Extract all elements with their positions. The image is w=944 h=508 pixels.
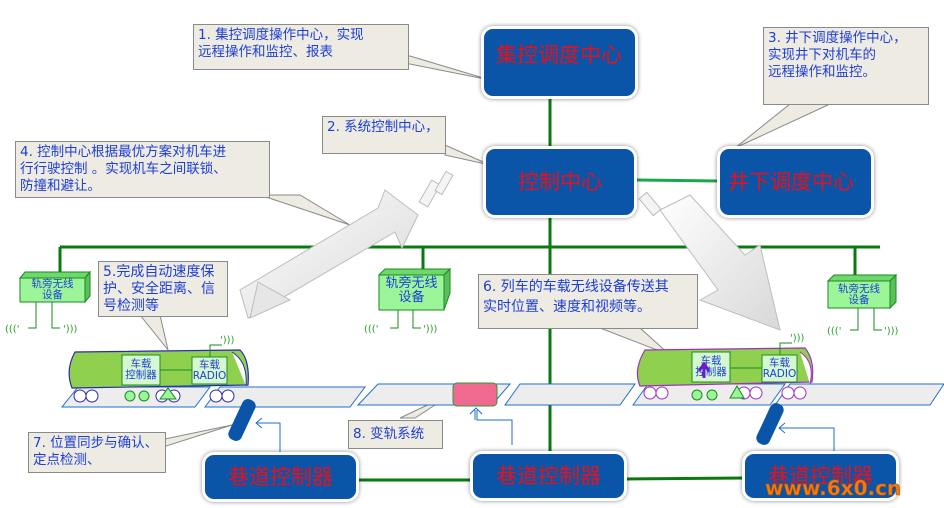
switch-control-link	[476, 410, 513, 445]
trackside-wireless-device-right: (((' ')))	[826, 273, 899, 337]
control-center-label: 控制中心	[518, 170, 602, 194]
callout-3: 3. 井下调度操作中心， 实现井下对机车的 远程操作和监控。	[763, 27, 929, 105]
network-lines	[58, 96, 880, 482]
callout-6: 6. 列车的车载无线设备传送其 实时位置、速度和视频等。	[478, 274, 698, 329]
position-sensor-right	[756, 403, 835, 452]
onboard-radio-label-left: 车载 RADIO	[192, 358, 227, 382]
callout-4: 4. 控制中心根据最优方案对机车进 行行驶控制 。实现机车之间联锁、 防撞和避让…	[15, 141, 270, 198]
callout-5: 5.完成自动速度保 护、安全距离、信 号检测等	[98, 261, 228, 317]
roadway-controller-left[interactable]: 巷道控制器	[202, 452, 359, 502]
trackside-wireless-device-mid: (((' ')))	[364, 267, 452, 335]
trackside-wireless-label-mid: 轨旁无线 设备	[385, 275, 438, 305]
onboard-radio-label-right: 车载 RADIO	[762, 356, 797, 380]
telemetry-arrow-right	[638, 191, 781, 331]
onboard-controller-label-left: 车载 控制器	[125, 358, 157, 381]
central-dispatch-center[interactable]: 集控调度中心	[481, 26, 638, 99]
roadway-controller-mid[interactable]: 巷道控制器	[470, 451, 627, 501]
trackside-wireless-label-right: 轨旁无线 设备	[838, 282, 880, 306]
callout-8: 8. 变轨系统	[348, 420, 443, 449]
control-center[interactable]: 控制中心	[483, 146, 637, 218]
callout-2: 2. 系统控制中心，	[322, 116, 446, 154]
track-segment	[774, 383, 944, 406]
svg-text:'))): ')))	[63, 324, 78, 335]
pointer-5	[138, 314, 169, 351]
locomotive-left: ')))	[68, 335, 249, 403]
trackside-wireless-device-left: (((' ')))	[5, 270, 92, 335]
roadway-controller-right-label: 巷道控制器	[768, 464, 873, 488]
command-arrow-left	[239, 170, 454, 319]
switch-system-block	[452, 382, 498, 407]
track-segment	[504, 383, 636, 406]
callout-1: 1. 集控调度操作中心，实现 远程操作和监控、报表	[193, 24, 409, 70]
svg-text:'))): ')))	[790, 333, 805, 344]
onboard-controller-label-right: 车载 控制器	[695, 355, 727, 378]
position-sensor-left	[228, 399, 281, 452]
underground-dispatch-label: 井下调度中心	[728, 170, 854, 194]
pointer-3	[734, 103, 831, 149]
watermark: www.6x0.cn	[765, 476, 902, 501]
up-arrow-icon	[697, 361, 711, 378]
svg-text:(((': ((('	[827, 326, 841, 337]
rail-tracks	[60, 383, 944, 408]
svg-text:'))): ')))	[220, 335, 235, 346]
link-roadway-mid-right	[626, 476, 746, 481]
roadway-controller-left-label: 巷道控制器	[228, 465, 333, 489]
svg-text:(((': ((('	[364, 324, 378, 335]
roadway-controller-mid-label: 巷道控制器	[496, 464, 601, 488]
underground-dispatch-center[interactable]: 井下调度中心	[717, 146, 874, 218]
pointer-7	[159, 424, 233, 449]
trackside-wireless-label-left: 轨旁无线 设备	[31, 278, 74, 301]
roadway-controller-right[interactable]: 巷道控制器	[742, 451, 899, 501]
central-dispatch-label: 集控调度中心	[496, 43, 622, 67]
svg-text:(((': ((('	[5, 324, 19, 335]
locomotive-right: ')))	[636, 333, 814, 401]
callout-7: 7. 位置同步与确认、 定点检测、	[28, 432, 166, 473]
link-control-to-underground	[636, 178, 721, 183]
svg-text:'))): ')))	[884, 326, 899, 337]
onboard-controller-box	[121, 354, 161, 386]
svg-text:'))): ')))	[423, 324, 438, 335]
pointer-4	[259, 194, 351, 226]
